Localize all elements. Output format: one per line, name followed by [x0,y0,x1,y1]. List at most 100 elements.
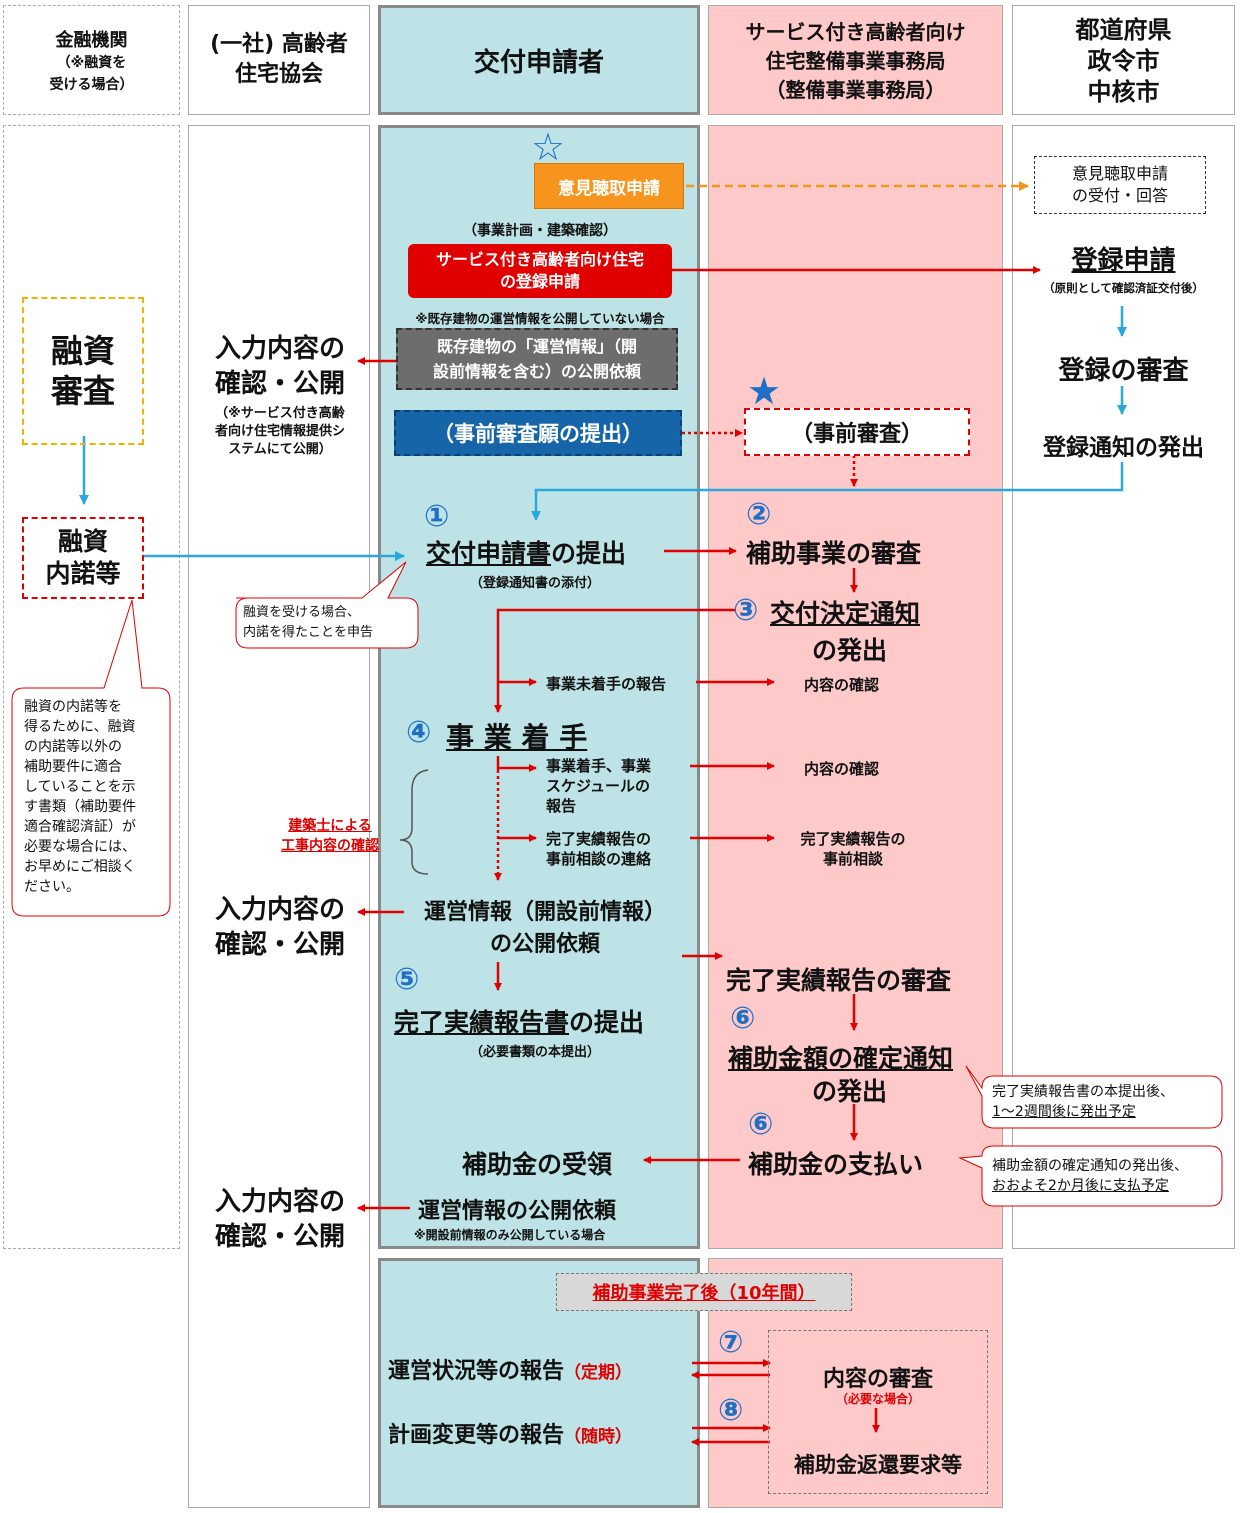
pref-column-header [1012,5,1235,115]
finance-note: 融資の内諾等を 得るために、融資 の内諾等以外の 補助要件に適合 していることを… [24,697,166,897]
housing-confirm-line: 確認・公開 [214,1222,345,1252]
ops-info-line: の公開依頼 [489,932,600,957]
completion-report-submit: の提出 [569,1008,645,1037]
change-report-text: 計画変更等の報告 [388,1423,565,1448]
after-completion-text: 補助事業完了後（10年間） [592,1283,816,1304]
existing-note: ※既存建物の運営情報を公開していない場合 [415,311,665,326]
housing-note-line: （※サービス付き高齢 [215,406,345,421]
status-report-paren: （定期） [564,1363,633,1383]
office-column-header [708,5,1003,115]
star-filled-icon: ★ [746,369,782,413]
registration-request-line: の登録申請 [499,272,580,291]
loan-commit-box: 融資内諾等 [22,517,144,599]
finance-header: 金融機関 （※融資を受ける場合） [3,30,180,96]
pre-exam-request-text: （事前審査願の提出） [433,422,643,446]
existing-request-line: 既存建物の「運営情報」（開 [436,337,637,356]
finance-note-line: ださい。 [24,879,80,895]
pref-header-line: 政令市 [1087,47,1160,75]
housing-column [188,125,370,1508]
applicant-header: 交付申請者 [378,5,700,115]
step-6a-sub: の発出 [812,1077,888,1106]
finance-note-line: 融資の内諾等を [24,699,122,715]
finance-header-line: 受ける場合） [49,77,134,93]
callout-payment: 補助金額の確定通知の発出後、 おおよそ2か月後に支払予定 [992,1156,1222,1196]
finance-header-line: （※融資を [56,55,127,71]
completion-report-doc: 完了実績報告書 [394,1008,570,1037]
pref-register-note: （原則として確認済証交付後） [1043,281,1204,295]
step-1-sub: （登録通知書の添付） [469,576,600,591]
housing-confirm-2: 入力内容の 確認・公開 [190,893,370,963]
change-report: 計画変更等の報告（随時） [388,1417,632,1449]
housing-header: (一社) 高齢者住宅協会 [188,30,370,90]
step-2-number: ② [746,497,772,532]
pref-register-review: 登録の審査 [1058,356,1189,386]
step-6a-number: ⑥ [730,1001,756,1036]
step-6b-number: ⑥ [748,1107,774,1142]
loan-callout-line: 融資を受ける場合、 [243,605,361,620]
pre-review-text: （事前審査） [790,422,923,447]
housing-header-line: (一社) 高齢者 [210,32,348,57]
architect-line: 工事内容の確認 [281,838,379,854]
loan-commit-line: 融資 [57,527,108,556]
finance-note-line: 補助要件に適合 [24,759,122,775]
loan-callout-line: 内諾を得たことを申告 [243,625,374,640]
pre-review-box: （事前審査） [744,408,970,456]
step-3-title: 交付決定通知 [770,599,921,628]
housing-confirm-line: 確認・公開 [214,369,345,399]
step-4-title: 事 業 着 手 [446,721,588,754]
office-column [708,125,1003,1249]
office-header-line: （整備事業事務局） [765,78,946,102]
completion-consult: 完了実績報告の 事前相談 [778,829,928,869]
applicant-header-text: 交付申請者 [473,47,604,78]
step-2-title: 補助事業の審査 [746,539,922,568]
pre-consult-line: 完了実績報告の [546,830,652,848]
start-report-line: 報告 [546,797,577,815]
housing-confirm-1: 入力内容の 確認・公開 [190,332,370,402]
start-report: 事業着手、事業 スケジュールの 報告 [546,756,686,816]
pref-column [1012,125,1235,1249]
pref-register-notice: 登録通知の発出 [1043,435,1204,461]
registration-request-line: サービス付き高齢者向け住宅 [435,250,644,269]
opinion-reply-box: 意見聴取申請の受付・回答 [1034,156,1206,214]
finance-note-line: の内諾等以外の [24,739,122,755]
step-1-title: 交付申請書の提出 [426,534,676,570]
pre-exam-request-box: （事前審査願の提出） [394,410,682,456]
housing-confirm-1-note: （※サービス付き高齢 者向け住宅情報提供シ ステムにて公開） [190,405,370,459]
ops-public-request: 運営情報の公開依頼 [418,1199,617,1224]
housing-confirm-line: 入力内容の [214,334,345,364]
not-started-report: 事業未着手の報告 [546,675,667,693]
finance-column [3,125,180,1249]
housing-confirm-line: 確認・公開 [214,930,345,960]
registration-request-box: サービス付き高齢者向け住宅の登録申請 [408,244,672,298]
housing-confirm-line: 入力内容の [214,1187,345,1217]
pref-header-line: 中核市 [1087,78,1160,106]
callout-confirm-line: 1～2週間後に発出予定 [992,1104,1136,1120]
office-header-line: サービス付き高齢者向け [745,20,966,44]
status-report: 運営状況等の報告（定期） [388,1353,632,1385]
change-report-paren: （随時） [564,1427,633,1447]
after-review-box [768,1330,988,1494]
content-confirm-b: 内容の確認 [804,760,880,778]
step-7-number: ⑦ [718,1325,744,1360]
housing-column-header [188,5,370,115]
status-report-text: 運営状況等の報告 [388,1359,565,1384]
pre-consult-line: 事前相談の連絡 [546,850,652,868]
finance-note-line: お早めにご相談く [24,859,136,875]
housing-confirm-line: 入力内容の [214,895,345,925]
step-3-number: ③ [733,593,759,628]
applicant-column-header [378,5,700,115]
loan-review-line: 審査 [50,372,115,410]
step-6a-title: 補助金額の確定通知 [728,1044,954,1073]
pref-header-line: 都道府県 [1075,16,1172,44]
subsidy-receive: 補助金の受領 [462,1150,613,1179]
ops-public-request-note: ※開設前情報のみ公開している場合 [414,1228,606,1242]
architect-check: 建築士による 工事内容の確認 [268,816,392,856]
after-completion-label: 補助事業完了後（10年間） [556,1273,852,1311]
step-5-sub: （必要書類の本提出） [469,1045,600,1060]
finance-note-line: していることを示 [24,779,136,795]
finance-header-line: 金融機関 [55,30,128,51]
ops-info-line: 運営情報（開設前情報） [423,900,666,925]
callout-confirm-line: 完了実績報告書の本提出後、 [992,1084,1174,1100]
star-outline-icon: ☆ [530,125,566,169]
office-header: サービス付き高齢者向け住宅整備事業事務局（整備事業事務局） [708,18,1003,105]
